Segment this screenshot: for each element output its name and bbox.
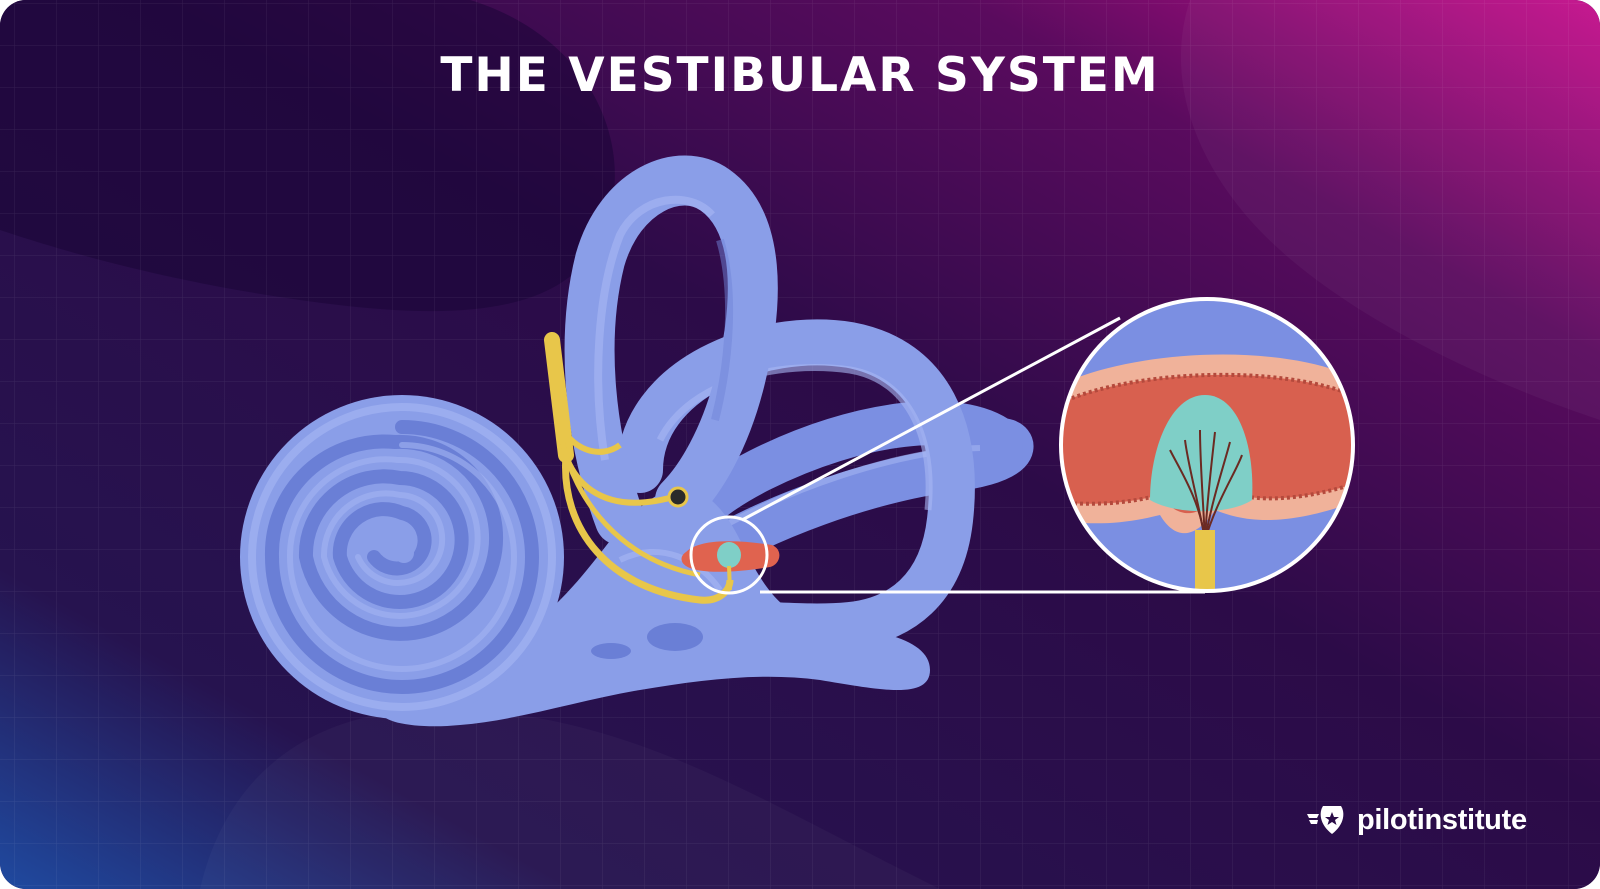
- cochlea: [240, 395, 564, 719]
- page-title: THE VESTIBULAR SYSTEM: [440, 48, 1160, 103]
- brand-logo[interactable]: pilotinstitute: [1305, 800, 1527, 840]
- brand-name: pilotinstitute: [1357, 803, 1527, 836]
- ampulla-small: [681, 541, 780, 591]
- vestibular-nerve: [544, 332, 734, 604]
- anterior-semicircular-canal: [564, 155, 778, 545]
- ampulla-zoom-circle: [1059, 297, 1355, 593]
- winged-shield-star-icon: [1307, 806, 1344, 834]
- zoom-connector: [689, 316, 1205, 595]
